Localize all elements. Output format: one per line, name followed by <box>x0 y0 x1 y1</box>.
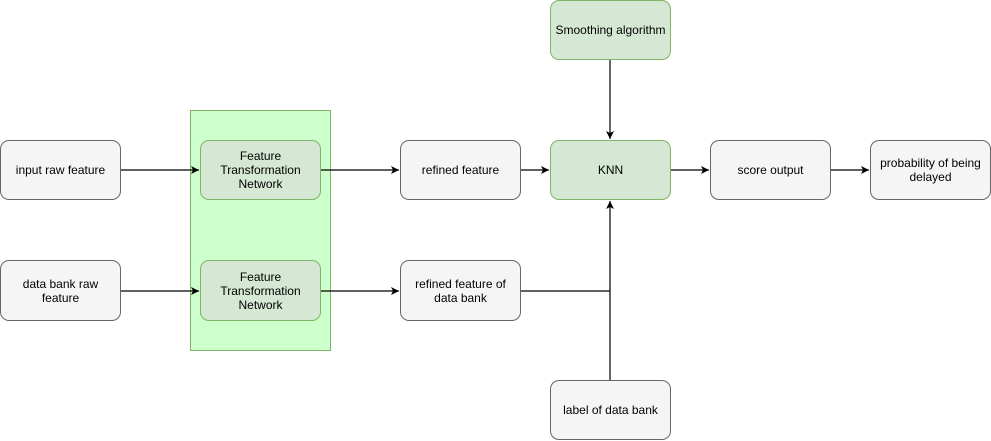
feature-transformation-network-bottom-label: Feature Transformation Network <box>220 269 301 312</box>
input-raw-feature-node: input raw feature <box>0 140 121 200</box>
knn-node: KNN <box>550 140 671 200</box>
smoothing-algorithm-label: Smoothing algorithm <box>555 23 666 37</box>
edge-refined-data-bank-to-knn <box>521 201 614 292</box>
feature-transformation-network-top-node: Feature Transformation Network <box>200 140 321 200</box>
refined-feature-of-data-bank-node: refined feature of data bank <box>400 260 521 321</box>
score-output-label: score output <box>737 163 804 177</box>
label-of-data-bank-node: label of data bank <box>550 380 671 440</box>
smoothing-algorithm-node: Smoothing algorithm <box>550 0 671 60</box>
knn-label: KNN <box>597 163 624 177</box>
data-bank-raw-feature-node: data bank raw feature <box>0 260 121 321</box>
input-raw-feature-label: input raw feature <box>15 163 106 177</box>
probability-of-being-delayed-label: probability of being delayed <box>880 156 981 184</box>
probability-of-being-delayed-node: probability of being delayed <box>870 140 991 200</box>
label-of-data-bank-label: label of data bank <box>563 403 658 417</box>
feature-transformation-network-bottom-node: Feature Transformation Network <box>200 260 321 321</box>
score-output-node: score output <box>710 140 831 200</box>
refined-feature-of-data-bank-label: refined feature of data bank <box>415 276 506 305</box>
data-bank-raw-feature-label: data bank raw feature <box>22 276 99 305</box>
refined-feature-label: refined feature <box>421 163 500 177</box>
refined-feature-node: refined feature <box>400 140 521 200</box>
feature-transformation-network-top-label: Feature Transformation Network <box>220 149 301 191</box>
